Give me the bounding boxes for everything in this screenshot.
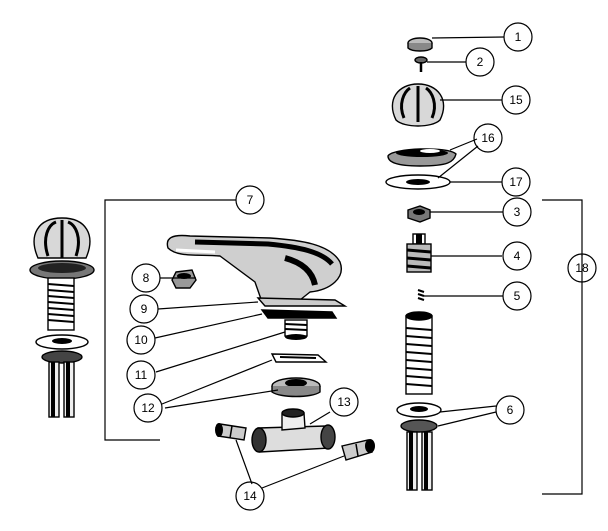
part-5-spring xyxy=(417,289,425,301)
callout-9-label: 9 xyxy=(141,302,148,316)
callout-11: 11 xyxy=(126,360,156,390)
callout-18-label: 18 xyxy=(575,261,589,275)
left-handle-assembly xyxy=(29,217,95,418)
part-14-coupling-right xyxy=(341,439,375,461)
part-17-washer xyxy=(385,174,451,190)
part-9-base-plate xyxy=(256,297,348,307)
callout-18: 18 xyxy=(567,253,597,283)
callout-8: 8 xyxy=(131,263,161,293)
callout-1: 1 xyxy=(503,22,533,52)
part-2-screw xyxy=(414,56,428,72)
callout-12-label: 12 xyxy=(141,401,155,415)
callout-6: 6 xyxy=(495,395,525,425)
part-1-cap xyxy=(407,37,433,52)
callout-2-label: 2 xyxy=(477,55,484,69)
callout-1-label: 1 xyxy=(515,30,522,44)
callout-14-label: 14 xyxy=(243,489,257,503)
spout xyxy=(166,234,342,303)
callout-10-label: 10 xyxy=(134,333,148,347)
callout-5: 5 xyxy=(502,281,532,311)
callout-7-label: 7 xyxy=(247,193,254,207)
part-4-cartridge xyxy=(406,233,432,273)
callout-11-label: 11 xyxy=(135,368,148,382)
part-14-coupling-left xyxy=(215,423,247,441)
callout-5-label: 5 xyxy=(514,289,521,303)
callout-3-label: 3 xyxy=(514,205,521,219)
part-16-escutcheon xyxy=(387,148,457,167)
callout-4: 4 xyxy=(502,241,532,271)
leader-lines xyxy=(154,36,505,489)
callout-9: 9 xyxy=(129,294,159,324)
part-6-valve-body xyxy=(396,311,442,491)
part-15-handle xyxy=(391,83,445,127)
callout-6-label: 6 xyxy=(507,403,514,417)
part-10-gasket xyxy=(260,309,338,319)
callout-13-label: 13 xyxy=(337,395,351,409)
callout-14: 14 xyxy=(235,481,265,511)
callout-17-label: 17 xyxy=(509,175,523,189)
callout-17: 17 xyxy=(501,167,531,197)
callout-2: 2 xyxy=(465,47,495,77)
callout-13: 13 xyxy=(329,387,359,417)
callout-15: 15 xyxy=(501,85,531,115)
callout-3: 3 xyxy=(502,197,532,227)
part-12-nut xyxy=(271,377,321,398)
callout-4-label: 4 xyxy=(514,249,521,263)
callout-12: 12 xyxy=(133,393,163,423)
callout-7: 7 xyxy=(235,185,265,215)
part-8-nut xyxy=(171,269,197,289)
part-11-shank xyxy=(284,319,308,340)
part-13-tee xyxy=(251,408,336,453)
callout-15-label: 15 xyxy=(509,93,523,107)
callout-16-label: 16 xyxy=(481,131,495,145)
callout-8-label: 8 xyxy=(143,271,150,285)
bracket-18 xyxy=(542,199,583,495)
part-3-nut xyxy=(407,205,431,223)
callout-10: 10 xyxy=(126,325,156,355)
callout-16: 16 xyxy=(473,123,503,153)
bracket-7 xyxy=(104,199,162,441)
